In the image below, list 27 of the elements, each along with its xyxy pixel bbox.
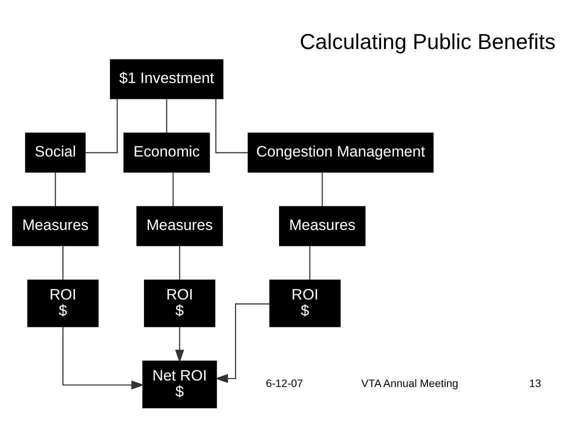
arrow xyxy=(214,303,270,384)
label: VTA Annual Meeting xyxy=(361,378,458,390)
label: 6-12-07 xyxy=(266,378,304,390)
arrow xyxy=(175,326,184,363)
node-box: ROI $ xyxy=(144,280,216,328)
node-box: Economic xyxy=(123,132,210,173)
node-box: ROI $ xyxy=(269,280,341,328)
node-box: Measures xyxy=(12,206,99,246)
connector xyxy=(215,98,248,154)
connector xyxy=(179,246,180,280)
connector xyxy=(322,172,323,206)
node-box: Congestion Management xyxy=(248,132,434,173)
diagram-title: Calculating Public Benefits xyxy=(300,28,556,54)
connector xyxy=(309,246,310,280)
node-box: Measures xyxy=(136,206,223,246)
node-box: Measures xyxy=(279,206,366,246)
node-box: $1 Investment xyxy=(110,59,224,100)
connector xyxy=(54,172,56,206)
connector xyxy=(62,246,64,280)
node-box: ROI $ xyxy=(27,280,99,328)
label: 13 xyxy=(529,378,542,390)
connector xyxy=(166,98,168,133)
connector xyxy=(172,172,174,206)
node-box: Net ROI $ xyxy=(142,360,217,408)
node-box: Social xyxy=(25,132,86,173)
arrow xyxy=(62,327,144,390)
connector xyxy=(85,98,118,154)
